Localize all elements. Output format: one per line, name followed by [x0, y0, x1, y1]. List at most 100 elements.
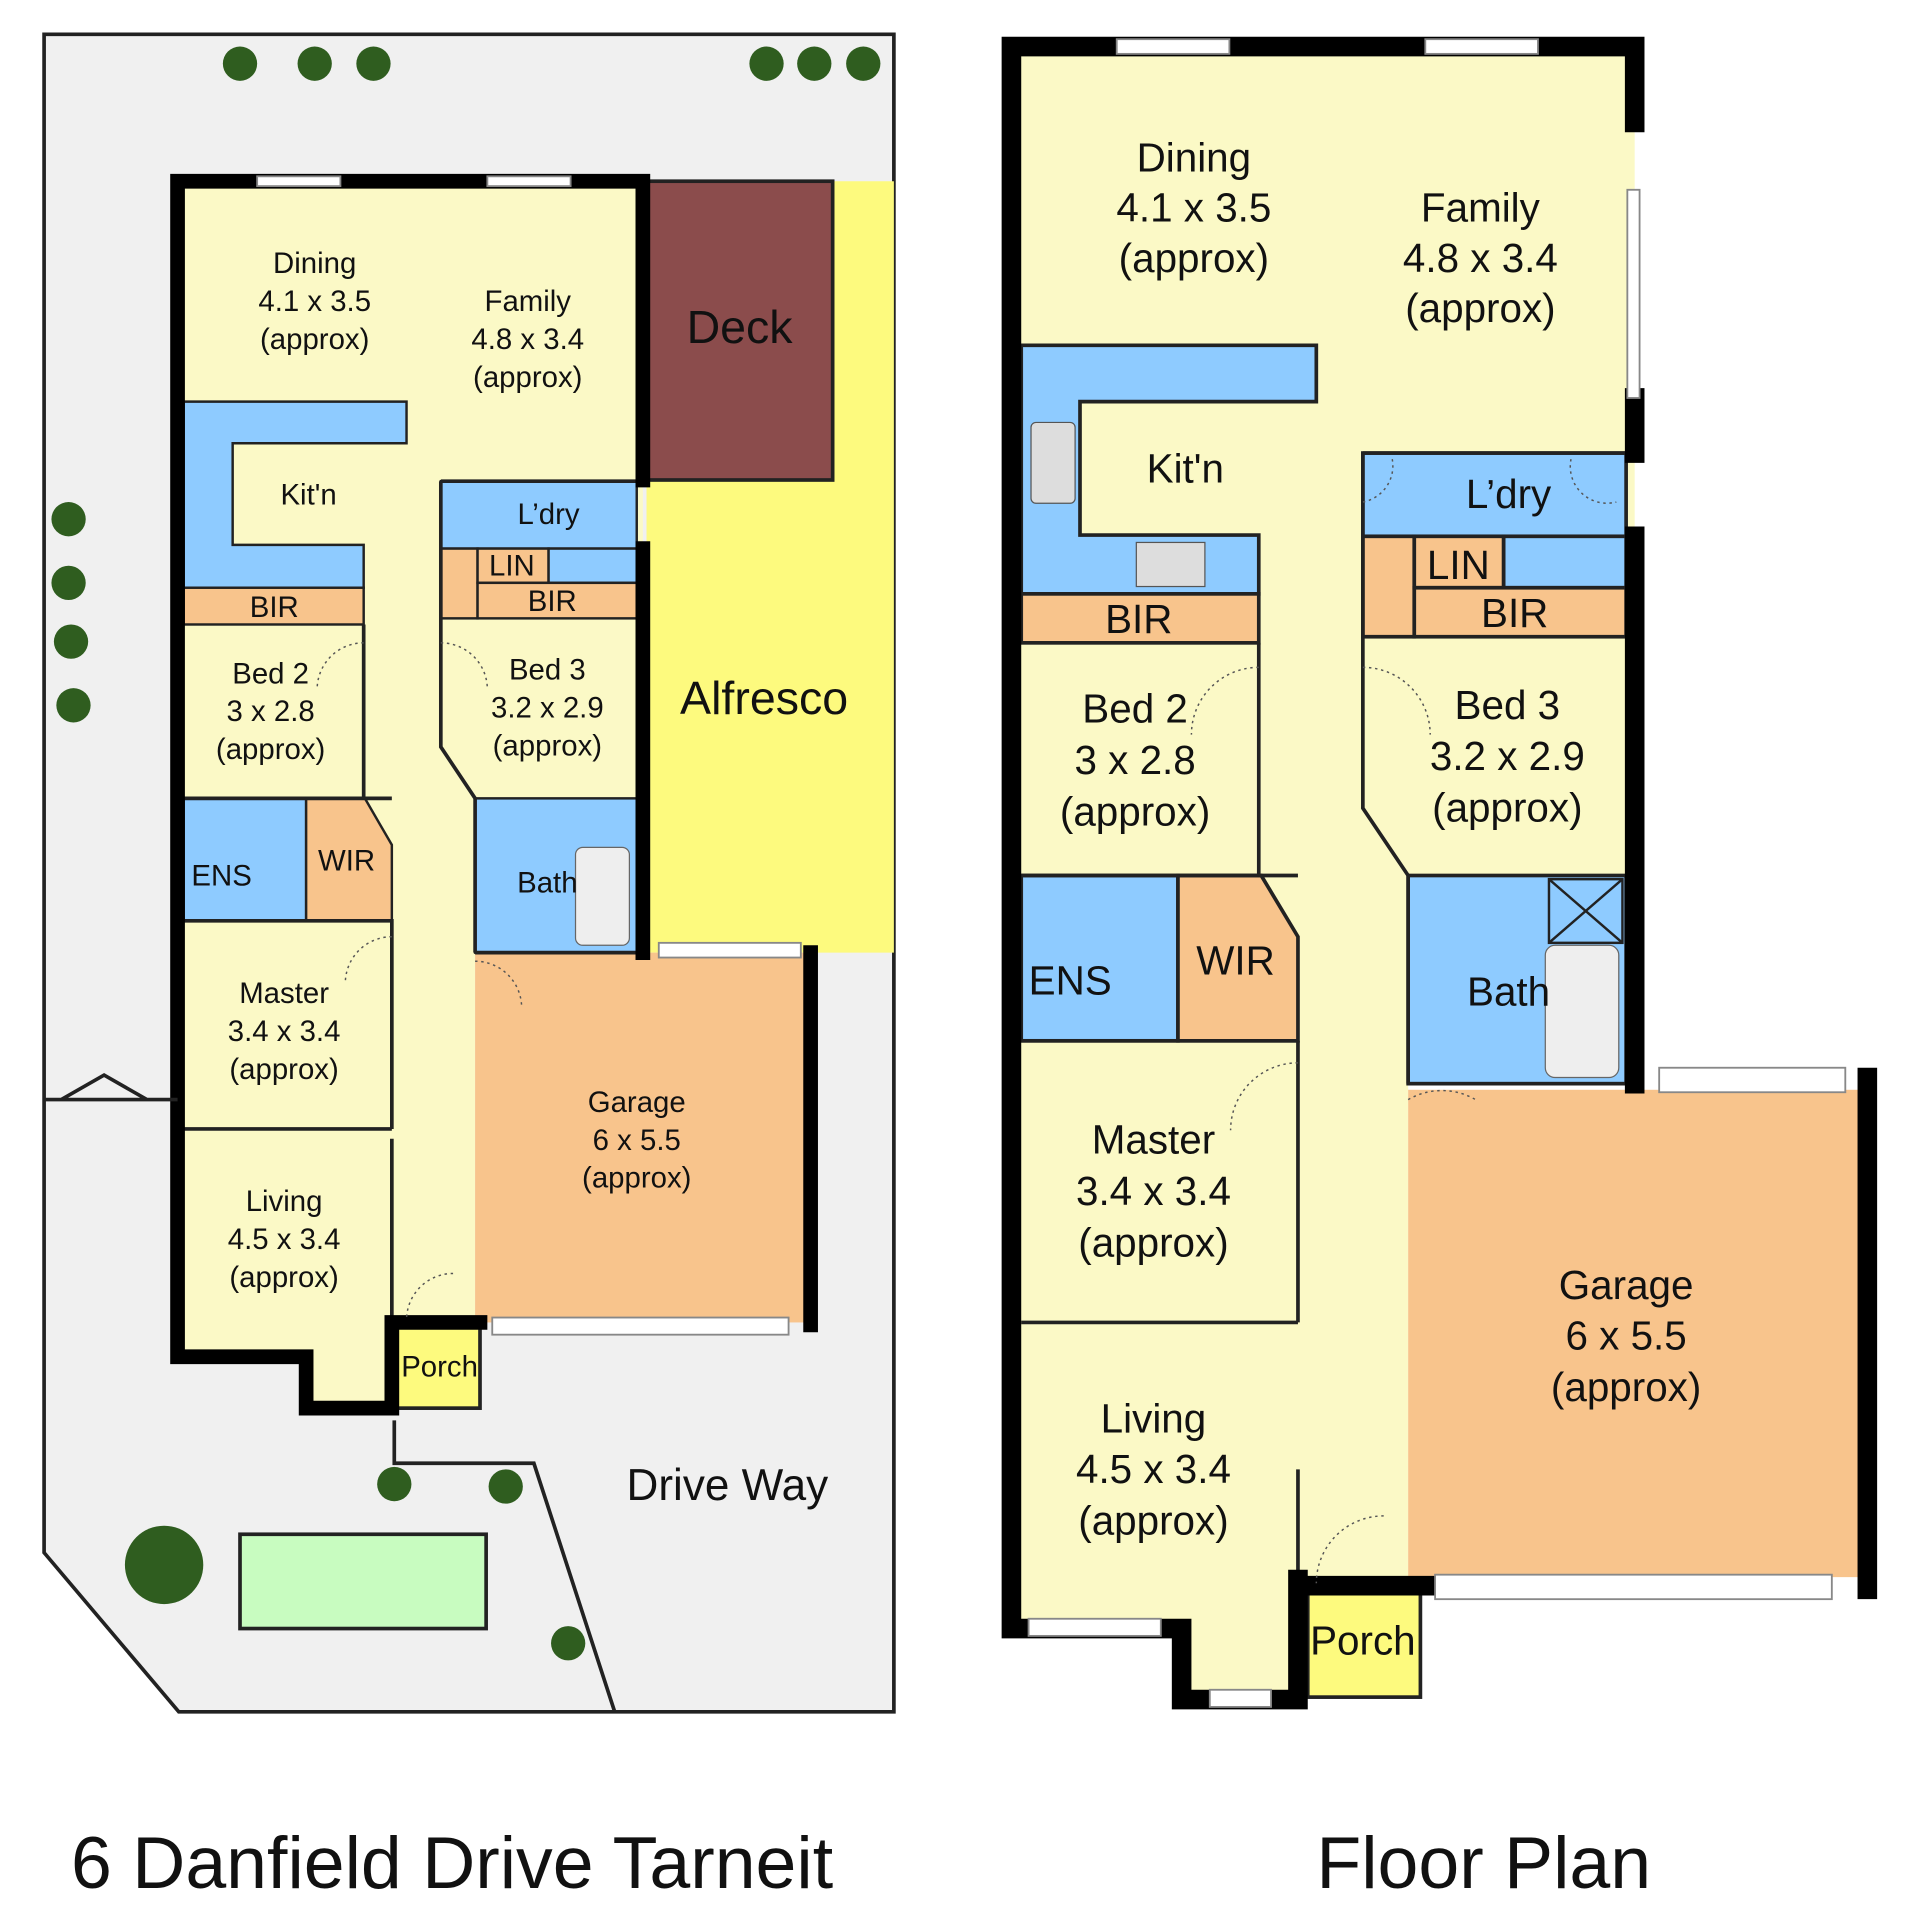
- family-note: (approx): [473, 361, 582, 394]
- ens-label: ENS: [1029, 957, 1112, 1003]
- window: [1115, 38, 1231, 55]
- bed2-note: (approx): [1060, 788, 1210, 834]
- dining-label: Dining: [1137, 134, 1252, 180]
- dining-size: 4.1 x 3.5: [1116, 185, 1271, 231]
- window: [1424, 38, 1539, 55]
- garage-note: (approx): [582, 1162, 691, 1195]
- alfresco-label: Alfresco: [680, 672, 848, 724]
- porch-area: [392, 1320, 482, 1410]
- window: [1626, 188, 1641, 399]
- cooktop-icon: [1135, 541, 1206, 588]
- bed3-note: (approx): [1432, 785, 1582, 831]
- bath-label: Bath: [517, 867, 577, 900]
- side-gate: [44, 1072, 178, 1102]
- window: [256, 175, 342, 188]
- window: [1027, 1617, 1162, 1637]
- bed2-label: Bed 2: [232, 657, 309, 690]
- interior-walls: [183, 479, 643, 1323]
- bed2-size: 3 x 2.8: [227, 695, 315, 728]
- family-label: Family: [1421, 185, 1541, 231]
- wir-label: WIR: [1196, 938, 1275, 984]
- bed3-size: 3.2 x 2.9: [491, 692, 604, 725]
- kitchen-label: Kit'n: [1147, 445, 1224, 491]
- garage-size: 6 x 5.5: [593, 1124, 681, 1157]
- family-size: 4.8 x 3.4: [1403, 235, 1558, 281]
- driveway-label: Drive Way: [627, 1461, 829, 1510]
- family-note: (approx): [1405, 285, 1555, 331]
- shower: [1547, 877, 1624, 945]
- bath-label: Bath: [1467, 968, 1550, 1014]
- living-note: (approx): [229, 1261, 338, 1294]
- garage-label: Garage: [588, 1086, 686, 1119]
- address-title: 6 Danfield Drive Tarneit: [71, 1821, 833, 1904]
- bir-left-label: BIR: [250, 591, 299, 624]
- window: [1208, 1688, 1272, 1708]
- garage-size: 6 x 5.5: [1565, 1312, 1686, 1358]
- living-label: Living: [1101, 1396, 1207, 1442]
- bed3-note: (approx): [493, 730, 602, 763]
- porch-label: Porch: [401, 1350, 478, 1383]
- garage-door: [491, 1316, 790, 1336]
- floor-plan: Dining 4.1 x 3.5 (approx) Family 4.8 x 3…: [1001, 36, 1878, 1710]
- floor-plan-title: Floor Plan: [1316, 1821, 1651, 1904]
- bir-left-label: BIR: [1105, 596, 1172, 642]
- bed2-label: Bed 2: [1082, 685, 1188, 731]
- exterior-walls: [170, 173, 818, 1416]
- bed3-label: Bed 3: [509, 654, 586, 687]
- dining-size: 4.1 x 3.5: [258, 285, 371, 318]
- porch-label: Porch: [1310, 1617, 1416, 1663]
- kitchen-label: Kit'n: [280, 478, 336, 511]
- master-size: 3.4 x 3.4: [228, 1015, 341, 1048]
- laundry: [1361, 451, 1628, 539]
- ens-label: ENS: [191, 859, 251, 892]
- laundry-tub-area: [547, 547, 638, 585]
- garage-window: [1658, 1066, 1847, 1094]
- bir-right: [1412, 585, 1628, 639]
- garage-area: [1408, 1089, 1862, 1578]
- window: [657, 941, 802, 959]
- bed3-size: 3.2 x 2.9: [1430, 733, 1585, 779]
- family-label: Family: [485, 285, 572, 318]
- alfresco-area: [646, 181, 894, 953]
- garage-note: (approx): [1551, 1364, 1701, 1410]
- bir-right-label: BIR: [528, 585, 577, 618]
- lin-label: LIN: [1427, 542, 1490, 588]
- bed2-size: 3 x 2.8: [1074, 737, 1195, 783]
- laundry-label: L’dry: [518, 498, 580, 531]
- garage-door: [1434, 1573, 1833, 1601]
- master-size: 3.4 x 3.4: [1076, 1168, 1231, 1214]
- driveway-edge: [392, 1420, 617, 1713]
- window: [486, 175, 572, 188]
- garage-label: Garage: [1559, 1262, 1694, 1308]
- dining-note: (approx): [260, 323, 369, 356]
- lawn: [238, 1532, 488, 1631]
- tree-icons: [51, 46, 881, 1661]
- shower-cross: [1548, 878, 1624, 944]
- bir-right-label: BIR: [1481, 590, 1548, 636]
- living-size: 4.5 x 3.4: [228, 1223, 341, 1256]
- porch-area: [1305, 1589, 1423, 1699]
- lin-left-cupboard: [439, 547, 479, 620]
- master-note: (approx): [229, 1053, 338, 1086]
- master-label: Master: [239, 977, 329, 1010]
- bed2-note: (approx): [216, 733, 325, 766]
- laundry-tub-area: [1501, 534, 1628, 590]
- lin-label: LIN: [489, 550, 535, 583]
- deck-label: Deck: [687, 301, 794, 353]
- lin-left-cupboard: [1361, 534, 1417, 639]
- living-label: Living: [246, 1185, 323, 1218]
- living-note: (approx): [1078, 1497, 1228, 1543]
- bathtub: [1544, 944, 1620, 1079]
- master-label: Master: [1092, 1116, 1215, 1162]
- site-plan: Dining 4.1 x 3.5 (approx) Family 4.8 x 3…: [42, 32, 896, 1714]
- bed3-label: Bed 3: [1455, 682, 1561, 728]
- family-size: 4.8 x 3.4: [471, 323, 584, 356]
- bir-left: [182, 586, 365, 626]
- garage-area: [475, 952, 811, 1323]
- living-size: 4.5 x 3.4: [1076, 1446, 1231, 1492]
- exterior-walls: [1001, 36, 1878, 1710]
- laundry-label: L’dry: [1466, 471, 1552, 517]
- master-note: (approx): [1078, 1219, 1228, 1265]
- dining-note: (approx): [1119, 235, 1269, 281]
